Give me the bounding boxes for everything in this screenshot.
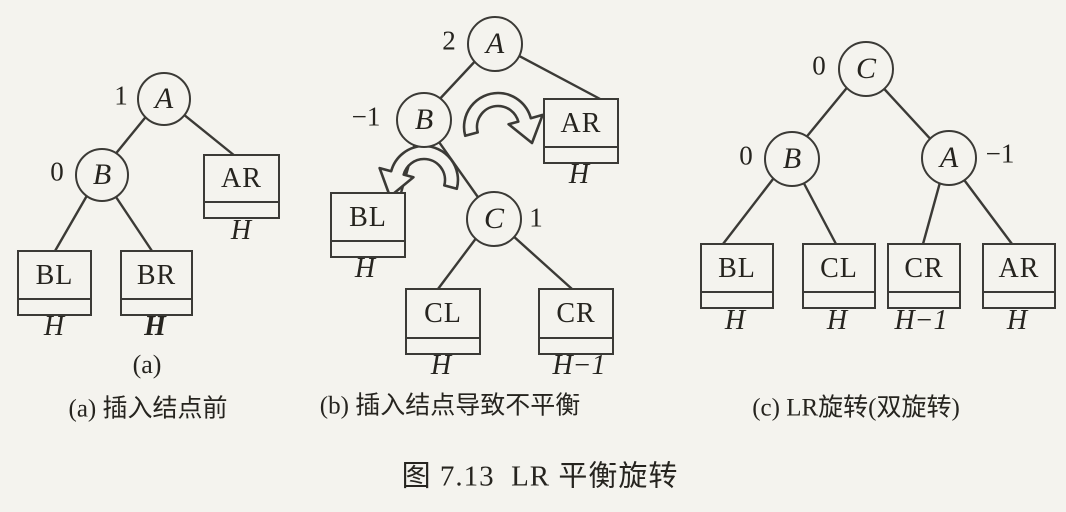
panel-a-node-A: A <box>137 72 191 126</box>
panel-b-box-AR-strip <box>545 146 617 162</box>
panel-c-box-CR: CR <box>887 243 961 309</box>
panel-a-box-AR-label: AR <box>221 163 262 194</box>
panel-c-height-BL: H <box>724 305 746 336</box>
panel-b-box-BL-strip <box>332 240 404 256</box>
panel-a-box-BL-label: BL <box>35 259 74 291</box>
panel-b-height-CL: H <box>430 350 452 381</box>
panel-c-box-AR-strip <box>984 291 1054 307</box>
panel-b-box-AR-label: AR <box>560 107 602 139</box>
panel-c-node-A-label: A <box>939 141 959 174</box>
panel-b-node-C-label: C <box>483 202 504 235</box>
panel-b-box-CR: CR <box>538 288 614 355</box>
panel-a-height-BL: H <box>43 311 65 342</box>
panel-c-balance-B: 0 <box>739 140 753 171</box>
panel-b-box-AR: AR <box>543 98 619 164</box>
panel-b-box-CR-label: CR <box>556 298 596 329</box>
panel-b-balance-B: −1 <box>351 101 381 132</box>
panel-c-node-B: B <box>764 131 820 187</box>
panel-a-box-BR-label: BR <box>136 259 177 291</box>
panel-a-node-B-label: B <box>92 158 112 191</box>
panel-a-box-BL: BL <box>17 250 92 316</box>
panel-b-box-CL: CL <box>405 288 481 355</box>
panel-a-box-AR-strip <box>205 201 278 217</box>
panel-c-height-CR: H−1 <box>894 305 948 336</box>
figure-title: 图 7.13 LR 平衡旋转 <box>401 460 679 493</box>
panel-a-caption: (a) 插入结点前 <box>68 395 228 423</box>
panel-b-box-BL: BL <box>330 192 406 258</box>
panel-b-node-B: B <box>396 92 452 148</box>
panel-b-box-CR-strip <box>540 337 612 353</box>
panel-a-box-AR: AR <box>203 154 280 219</box>
panel-c-height-AR: H <box>1006 305 1028 336</box>
panel-c-box-CL-strip <box>804 291 874 307</box>
panel-b-box-CL-strip <box>407 337 479 353</box>
panel-b-height-BL: H <box>354 253 376 284</box>
panel-c-node-A: A <box>921 130 977 186</box>
panel-b-node-A: A <box>467 16 523 72</box>
panel-a-box-BL-strip <box>19 298 90 314</box>
panel-c-box-AR-label: AR <box>998 252 1040 284</box>
panel-a-node-B: B <box>75 148 129 202</box>
rotate-clockwise-arrow-icon <box>462 91 544 145</box>
panel-a-node-A-label: A <box>154 82 174 115</box>
panel-c-node-C: C <box>838 41 894 97</box>
panel-c-box-CR-strip <box>889 291 959 307</box>
panel-c-caption: (c) LR旋转(双旋转) <box>752 394 960 422</box>
panel-b-box-CL-label: CL <box>424 298 462 329</box>
panel-c-balance-C: 0 <box>812 50 826 81</box>
panel-b-balance-C: 1 <box>529 202 543 233</box>
panel-a-box-BR: BR <box>120 250 193 316</box>
panel-b-node-B-label: B <box>414 103 434 136</box>
panel-c-height-CL: H <box>826 305 848 336</box>
panel-b-box-BL-label: BL <box>349 201 387 233</box>
panel-a-box-BR-strip <box>122 298 191 314</box>
panel-c-box-BL-label: BL <box>718 252 756 284</box>
panel-c-box-CR-label: CR <box>904 252 944 284</box>
panel-c-box-BL-strip <box>702 291 772 307</box>
panel-b-height-AR: H <box>568 159 590 190</box>
panel-b-balance-A: 2 <box>442 25 456 56</box>
panel-b-node-A-label: A <box>485 27 505 60</box>
panel-c-box-AR: AR <box>982 243 1056 309</box>
panel-b-caption: (b) 插入结点导致不平衡 <box>319 392 581 420</box>
panel-c-box-CL-label: CL <box>820 252 858 284</box>
panel-a-height-BR: H <box>144 311 166 342</box>
panel-a-height-AR: H <box>230 215 252 246</box>
rotate-counterclockwise-arrow-icon <box>378 144 460 198</box>
panel-c-box-BL: BL <box>700 243 774 309</box>
panel-a-balance-B: 0 <box>50 156 64 187</box>
panel-a-balance-A: 1 <box>114 80 128 111</box>
panel-c-box-CL: CL <box>802 243 876 309</box>
panel-b-height-CR: H−1 <box>552 350 606 381</box>
panel-a-sublabel: (a) <box>132 350 162 379</box>
panel-c-node-B-label: B <box>782 142 802 175</box>
panel-c-node-C-label: C <box>855 52 876 85</box>
panel-b-node-C: C <box>466 191 522 247</box>
panel-c-balance-A: −1 <box>985 138 1015 169</box>
